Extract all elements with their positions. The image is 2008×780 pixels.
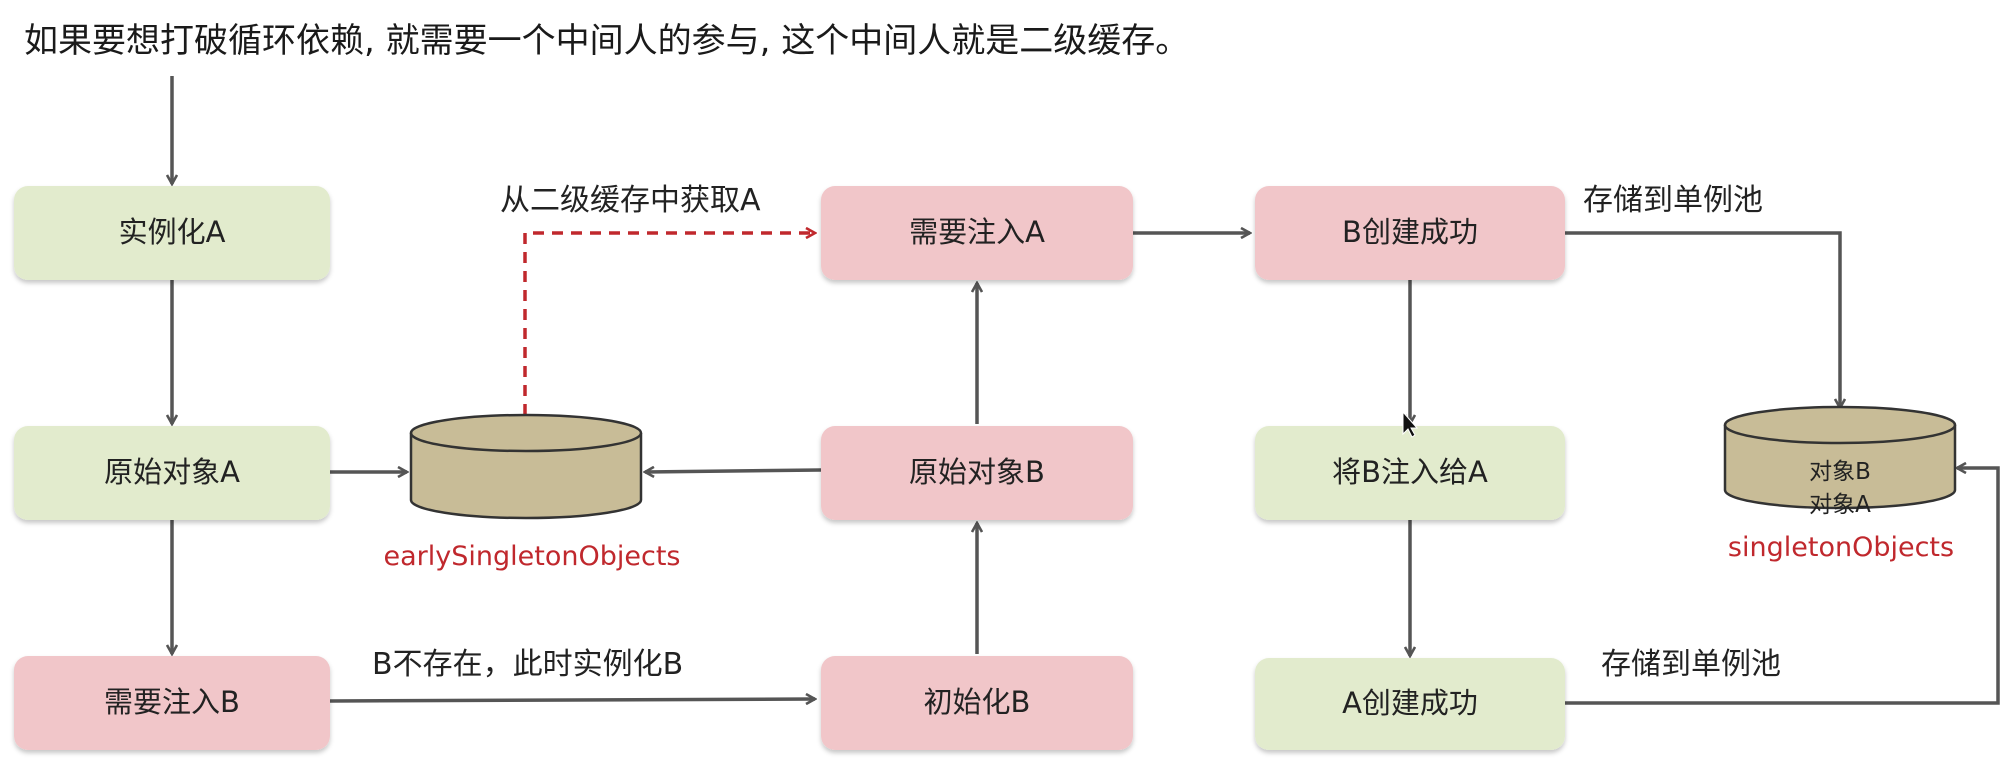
node-label: 原始对象B [909, 455, 1045, 489]
node-b-created: B创建成功 [1255, 186, 1565, 280]
arrow-b-created-to-singleton-pool [1565, 231, 1840, 408]
node-instantiate-a: 实例化A [14, 186, 330, 280]
node-need-inject-a: 需要注入A [821, 186, 1133, 280]
mouse-cursor-icon [1402, 410, 1419, 438]
node-a-created: A创建成功 [1255, 658, 1565, 750]
node-need-inject-b: 需要注入B [14, 656, 330, 750]
singleton-pool-item: 对象A [1809, 492, 1871, 518]
arrow-a-created-to-singleton-pool [1565, 468, 2000, 705]
node-label: 需要注入B [104, 685, 240, 719]
node-label: 需要注入A [909, 215, 1045, 249]
node-label: 初始化B [924, 685, 1031, 719]
node-label: A创建成功 [1342, 686, 1478, 720]
connectors [172, 76, 2000, 705]
node-raw-b: 原始对象B [821, 426, 1133, 520]
arrow-early-cache-to-need-inject-a [523, 233, 815, 415]
diagram-heading: 如果要想打破循环依赖, 就需要一个中间人的参与, 这个中间人就是二级缓存。 [24, 21, 1189, 61]
label-b-not-exist: B不存在，此时实例化B [372, 647, 683, 682]
node-label: 实例化A [119, 215, 226, 249]
node-label: 将B注入给A [1332, 455, 1488, 489]
early-singleton-cache: earlySingletonObjects [384, 413, 681, 572]
singleton-pool-cache: 对象B 对象A singletonObjects [1723, 405, 1957, 563]
label-store-pool-2: 存储到单例池 [1601, 647, 1781, 682]
label-get-from-cache: 从二级缓存中获取A [500, 183, 761, 218]
node-raw-a: 原始对象A [14, 426, 330, 520]
arrow-need-inject-b-to-init-b [329, 699, 815, 701]
early-cache-label: earlySingletonObjects [384, 541, 681, 572]
node-inject-b-to-a: 将B注入给A [1255, 426, 1565, 520]
singleton-pool-label: singletonObjects [1728, 532, 1954, 563]
label-store-pool-1: 存储到单例池 [1583, 183, 1763, 218]
arrow-raw-b-to-early-cache [645, 470, 822, 472]
node-label: B创建成功 [1342, 215, 1478, 249]
singleton-pool-item: 对象B [1809, 459, 1871, 485]
node-init-b: 初始化B [821, 656, 1133, 750]
node-label: 原始对象A [104, 455, 240, 489]
